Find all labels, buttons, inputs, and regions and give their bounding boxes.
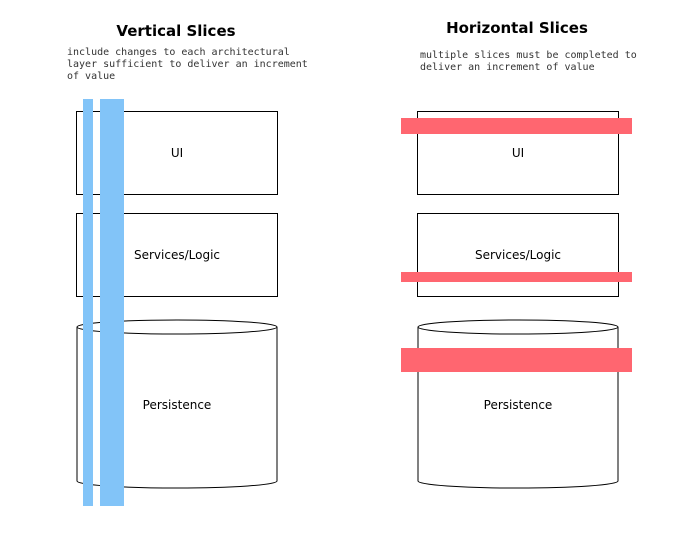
vertical-ui-layer-box bbox=[76, 111, 278, 195]
vertical-ui-layer-label: UI bbox=[170, 146, 184, 160]
vertical-slices-note: include changes to each architectural la… bbox=[67, 47, 308, 83]
horizontal-services-layer-box bbox=[417, 213, 619, 297]
vertical-persistence-layer-label: Persistence bbox=[142, 398, 212, 412]
vertical-note-line-3: of value bbox=[67, 71, 116, 82]
vertical-note-line-2: layer sufficient to deliver an increment bbox=[67, 59, 308, 70]
vertical-slice-bar-2 bbox=[100, 99, 124, 506]
vertical-note-line-1: include changes to each architectural bbox=[67, 47, 290, 58]
horizontal-note-line-2: deliver an increment of value bbox=[420, 62, 595, 73]
horizontal-slice-bar-2 bbox=[401, 272, 632, 282]
horizontal-note-line-1: multiple slices must be completed to bbox=[420, 50, 637, 61]
horizontal-ui-layer-box bbox=[417, 111, 619, 195]
horizontal-slices-note: multiple slices must be completed to del… bbox=[420, 50, 637, 74]
horizontal-slices-title: Horizontal Slices bbox=[446, 19, 588, 37]
horizontal-slice-bar-1 bbox=[401, 118, 632, 134]
vertical-slice-bar-1 bbox=[83, 99, 93, 506]
vertical-slices-title: Vertical Slices bbox=[116, 22, 236, 40]
horizontal-ui-layer-label: UI bbox=[511, 146, 525, 160]
vertical-services-layer-label: Services/Logic bbox=[133, 248, 220, 262]
horizontal-persistence-cylinder bbox=[417, 319, 619, 489]
horizontal-slice-bar-3 bbox=[401, 348, 632, 372]
horizontal-persistence-layer-label: Persistence bbox=[483, 398, 553, 412]
horizontal-services-layer-label: Services/Logic bbox=[474, 248, 561, 262]
vertical-services-layer-box bbox=[76, 213, 278, 297]
